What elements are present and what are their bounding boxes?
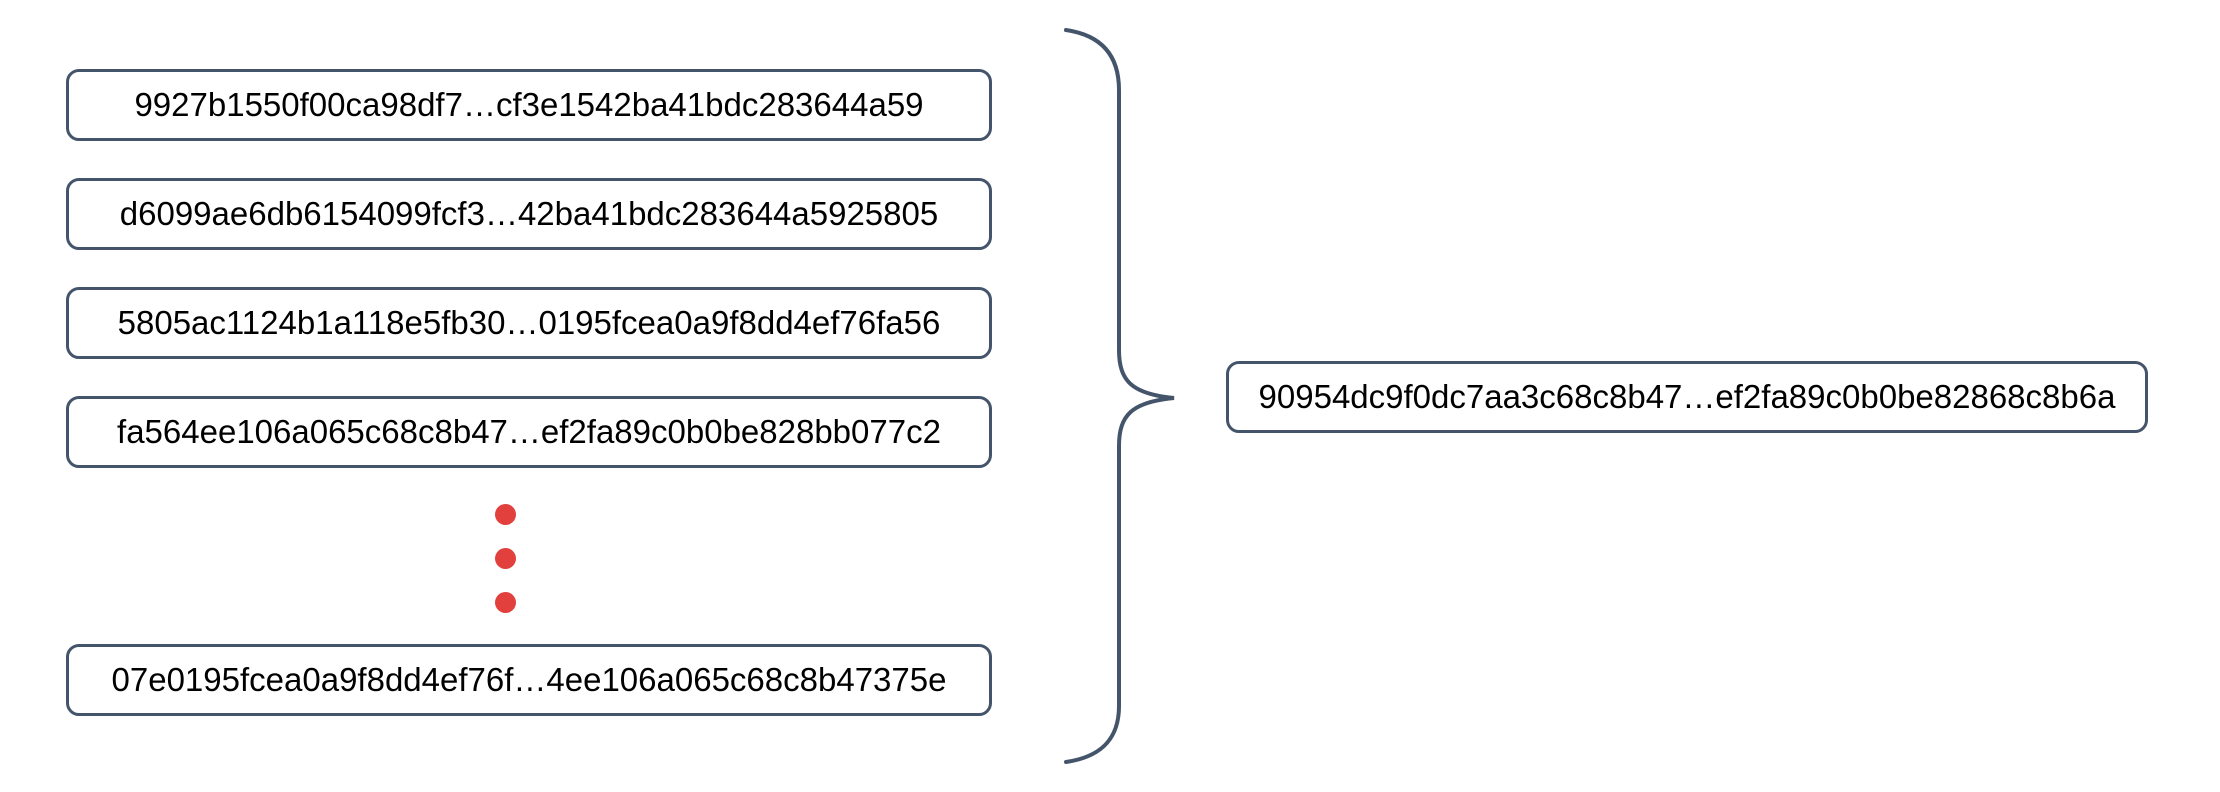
ellipsis-dot (495, 548, 516, 569)
hash-text: d6099ae6db6154099fcf3…42ba41bdc283644a59… (119, 195, 939, 232)
hash-box: fa564ee106a065c68c8b47…ef2fa89c0b0be828b… (66, 396, 992, 468)
hash-text: fa564ee106a065c68c8b47…ef2fa89c0b0be828b… (117, 413, 941, 450)
hash-text: 07e0195fcea0a9f8dd4ef76f…4ee106a065c68c8… (111, 661, 947, 698)
ellipsis-dot (495, 504, 516, 525)
ellipsis-dot (495, 592, 516, 613)
hash-text: 9927b1550f00ca98df7…cf3e1542ba41bdc28364… (134, 86, 924, 123)
hash-box: 5805ac1124b1a118e5fb30…0195fcea0a9f8dd4e… (66, 287, 992, 359)
result-hash-box: 90954dc9f0dc7aa3c68c8b47…ef2fa89c0b0be82… (1226, 361, 2148, 433)
hash-box: d6099ae6db6154099fcf3…42ba41bdc283644a59… (66, 178, 992, 250)
hash-box: 07e0195fcea0a9f8dd4ef76f…4ee106a065c68c8… (66, 644, 992, 716)
hash-text: 5805ac1124b1a118e5fb30…0195fcea0a9f8dd4e… (117, 304, 941, 341)
hash-box: 9927b1550f00ca98df7…cf3e1542ba41bdc28364… (66, 69, 992, 141)
hash-text: 90954dc9f0dc7aa3c68c8b47…ef2fa89c0b0be82… (1258, 378, 2116, 415)
